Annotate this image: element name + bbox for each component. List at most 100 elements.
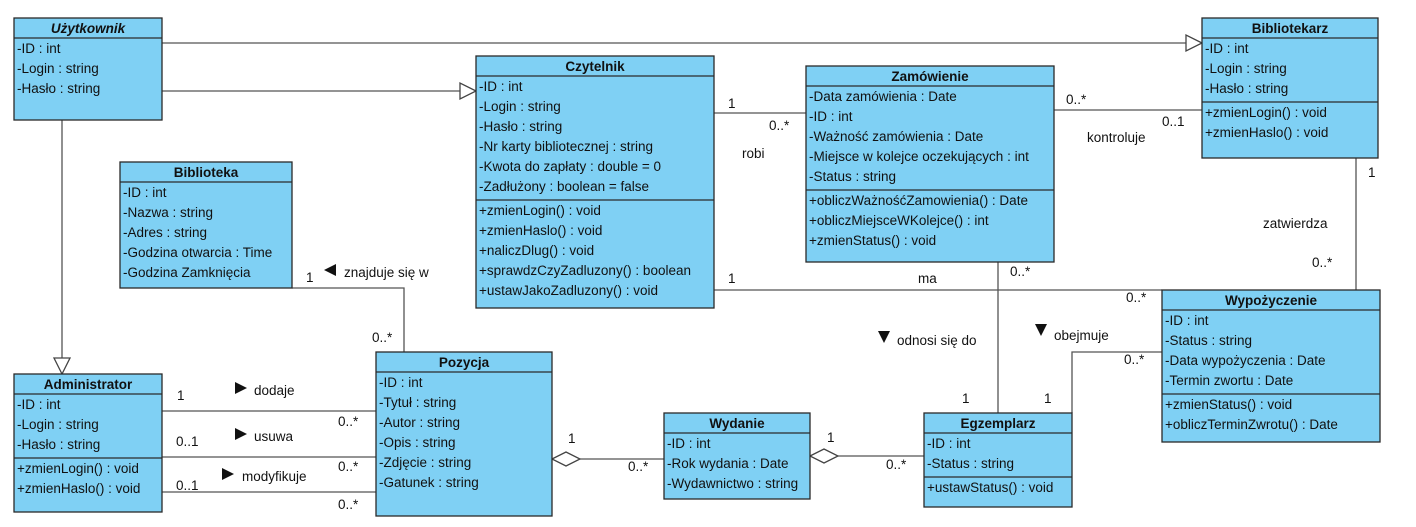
class-title: Wydanie <box>709 416 765 431</box>
class-operation: +zmienHaslo() : void <box>17 481 140 496</box>
multiplicity-label: 0..* <box>628 459 649 474</box>
association-name-obejmuje: obejmuje <box>1054 328 1109 343</box>
multiplicity-label: 1 <box>306 270 314 285</box>
multiplicity-label: 1 <box>728 271 736 286</box>
class-title: Administrator <box>44 377 133 392</box>
class-egzemplarz: Egzemplarz -ID : int -Status : string +usta… <box>923 412 1073 508</box>
class-box <box>1161 289 1381 443</box>
class-administrator: Administrator -ID : int -Login : string -Ha… <box>13 373 163 513</box>
aggregation-diamond-wydanie <box>808 448 840 464</box>
association-name-zatwierdza: zatwierdza <box>1263 216 1328 231</box>
class-attribute: -Autor : string <box>379 415 460 430</box>
class-operation: +ustawStatus() : void <box>927 480 1053 495</box>
class-attribute: -ID : int <box>809 109 853 124</box>
multiplicity-label: 0..* <box>1312 255 1333 270</box>
class-operation: +obliczWażnośćZamowienia() : Date <box>809 193 1028 208</box>
class-attribute: -Wydawnictwo : string <box>667 476 798 491</box>
association-name-robi: robi <box>742 146 765 161</box>
class-czytelnik: Czytelnik-ID : int-Login : string-Hasło … <box>475 55 715 309</box>
class-attribute: -Rok wydania : Date <box>667 456 789 471</box>
class-wydanie: Wydanie -ID : int -Rok wydania : Date -Wyda… <box>663 412 811 500</box>
association-name-usuwa: usuwa <box>254 429 294 444</box>
class-attribute: -Godzina otwarcia : Time <box>123 245 272 260</box>
class-title: Bibliotekarz <box>1252 21 1329 36</box>
class-attribute: -Login : string <box>1205 61 1287 76</box>
aggregation-diamond-pozycja <box>550 451 582 467</box>
class-attribute: -ID : int <box>17 397 61 412</box>
class-attribute: -Opis : string <box>379 435 456 450</box>
class-title: Wypożyczenie <box>1225 293 1318 308</box>
classes: Użytkownik-ID : int-Login : string-Hasło… <box>13 17 1381 517</box>
class-box <box>805 65 1055 263</box>
class-attribute: -Status : string <box>927 456 1014 471</box>
class-attribute: -Login : string <box>17 61 99 76</box>
class-box <box>1201 17 1379 159</box>
multiplicity-label: 0..* <box>1066 92 1087 107</box>
class-operation: +obliczMiejsceWKolejce() : int <box>809 213 989 228</box>
multiplicity-label: 1 <box>827 430 835 445</box>
class-title: Egzemplarz <box>960 416 1035 431</box>
class-attribute: -ID : int <box>927 436 971 451</box>
multiplicity-label: 1 <box>177 388 185 403</box>
generalization-arrow-czytelnik <box>459 81 478 101</box>
class-operation: +ustawJakoZadluzony() : void <box>479 283 658 298</box>
class-attribute: -Zdjęcie : string <box>379 455 471 470</box>
direction-arrow-modyfikuje <box>222 468 234 480</box>
multiplicity-label: 1 <box>1044 391 1052 406</box>
class-title: Czytelnik <box>565 59 625 74</box>
class-uzytkownik: Użytkownik-ID : int-Login : string-Hasło… <box>13 17 163 121</box>
generalization-arrow-bibliotekarz <box>1185 33 1204 53</box>
class-attribute: -Hasło : string <box>1205 81 1288 96</box>
class-box <box>13 17 163 121</box>
multiplicity-label: 0..* <box>338 459 359 474</box>
multiplicity-label: 1 <box>1368 165 1376 180</box>
class-box <box>13 373 163 513</box>
class-operation: +sprawdzCzyZadluzony() : boolean <box>479 263 691 278</box>
class-box <box>119 161 293 289</box>
associations <box>52 33 1357 493</box>
multiplicity-label: 0..1 <box>176 478 199 493</box>
class-attribute: -ID : int <box>17 41 61 56</box>
class-wypozyczenie: Wypożyczenie-ID : int-Status : string-Da… <box>1161 289 1381 443</box>
class-bibliotekarz: Bibliotekarz-ID : int-Login : string-Has… <box>1201 17 1379 159</box>
multiplicity-label: 0..1 <box>1162 114 1185 129</box>
class-box <box>923 412 1073 508</box>
class-attribute: -Hasło : string <box>17 437 100 452</box>
multiplicity-label: 0..* <box>1126 290 1147 305</box>
direction-arrow-dodaje <box>235 382 247 394</box>
class-operation: +zmienHaslo() : void <box>1205 125 1328 140</box>
class-attribute: -Login : string <box>17 417 99 432</box>
class-attribute: -Nazwa : string <box>123 205 213 220</box>
class-attribute: -Data wypożyczenia : Date <box>1165 353 1326 368</box>
class-attribute: -ID : int <box>667 436 711 451</box>
class-pozycja: Pozycja-ID : int-Tytuł : string-Autor : … <box>375 351 553 517</box>
multiplicity-label: 0..1 <box>176 434 199 449</box>
class-attribute: -Termin zwortu : Date <box>1165 373 1293 388</box>
multiplicity-label: 1 <box>962 391 970 406</box>
multiplicity-label: 0..* <box>1010 264 1031 279</box>
class-title: Zamówienie <box>891 69 969 84</box>
association-name-dodaje: dodaje <box>254 383 295 398</box>
class-zamowienie: Zamówienie-Data zamówienia : Date-ID : i… <box>805 65 1055 263</box>
class-box <box>475 55 715 309</box>
assoc-wypozyczenie-egzemplarz <box>1071 351 1162 413</box>
class-attribute: -Adres : string <box>123 225 207 240</box>
association-labels: 10..*robi0..*0..1kontroluje1zatwierdza0.… <box>176 92 1376 512</box>
direction-arrow-usuwa <box>235 428 247 440</box>
class-attribute: -Tytuł : string <box>379 395 456 410</box>
class-operation: +zmienStatus() : void <box>809 233 936 248</box>
direction-arrow-znajduje <box>324 264 336 276</box>
multiplicity-label: 0..* <box>769 118 790 133</box>
class-attribute: -Status : string <box>809 169 896 184</box>
class-attribute: -Miejsce w kolejce oczekujących : int <box>809 149 1029 164</box>
class-attribute: -Kwota do zapłaty : double = 0 <box>479 159 661 174</box>
multiplicity-label: 0..* <box>1124 352 1145 367</box>
class-attribute: -Godzina Zamknięcia <box>123 265 251 280</box>
direction-arrow-obejmuje <box>1035 324 1047 336</box>
class-attribute: -ID : int <box>379 375 423 390</box>
class-operation: +zmienStatus() : void <box>1165 397 1292 412</box>
association-name-modyfikuje: modyfikuje <box>242 469 307 484</box>
multiplicity-label: 1 <box>728 96 736 111</box>
class-attribute: -ID : int <box>123 185 167 200</box>
